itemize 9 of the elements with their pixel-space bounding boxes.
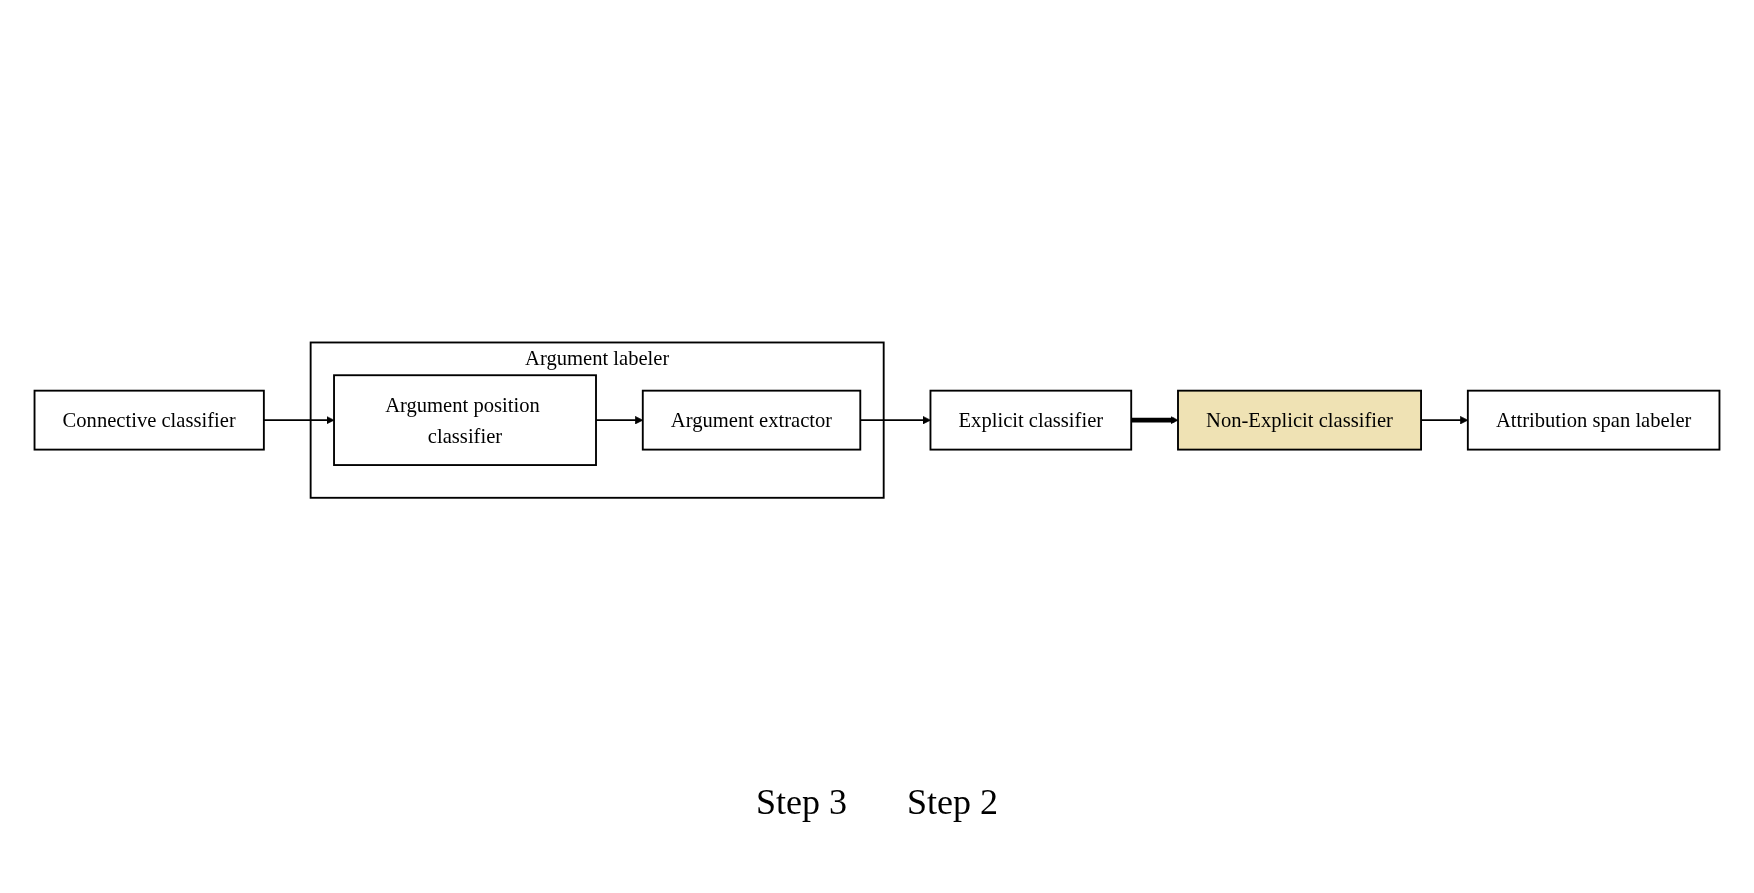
node-box: Attribution span labeler: [1466, 390, 1721, 451]
arrow: [1131, 416, 1179, 425]
step-label: Step 2: [907, 780, 998, 823]
node-box: Non-Explicit classifier: [1177, 390, 1422, 451]
node-box: Argument extractor: [641, 390, 862, 451]
node-box: Explicit classifier: [929, 390, 1133, 451]
node-box: Argument position classifier: [333, 374, 597, 467]
step-label: Step 3: [756, 780, 847, 823]
node-box: Connective classifier: [33, 390, 265, 451]
